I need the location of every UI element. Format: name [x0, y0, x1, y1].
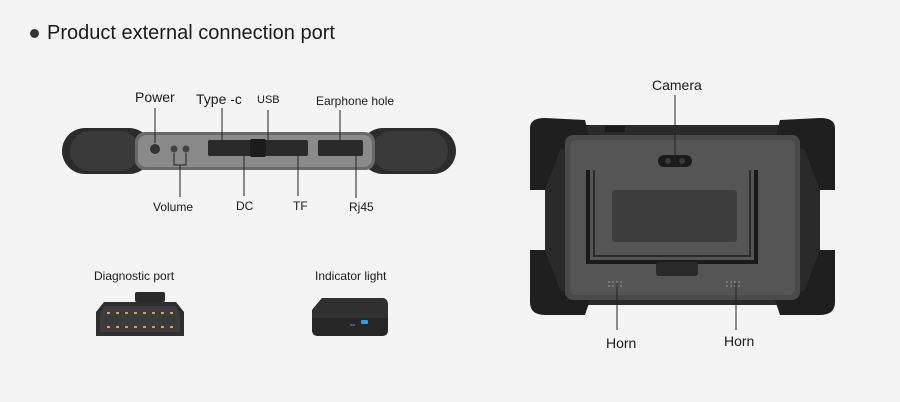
horn-left-label: Horn	[606, 335, 637, 351]
section-title-text: Product external connection port	[47, 22, 335, 44]
diagnostic-port-icon	[96, 292, 184, 336]
diagnostic-port-label: Diagnostic port	[94, 269, 175, 283]
tf-label: TF	[293, 199, 308, 213]
leader-lines	[154, 108, 357, 198]
camera-icon	[658, 155, 692, 167]
bullet-icon	[30, 29, 39, 38]
power-button-icon	[150, 144, 160, 154]
speaker-grille-icon	[608, 281, 740, 287]
usb-label: USB	[257, 94, 280, 106]
horn-right-label: Horn	[724, 333, 755, 349]
rj45-label: Rj45	[349, 200, 374, 214]
rj45-cover-icon	[318, 140, 363, 156]
tablet-back-view	[530, 118, 835, 315]
indicator-light-label: Indicator light	[315, 269, 387, 283]
volume-label: Volume	[153, 200, 194, 214]
type-c-label: Type -c	[196, 91, 242, 107]
section-title: Product external connection port	[30, 22, 335, 45]
earphone-label: Earphone hole	[316, 94, 395, 108]
tablet-side-view	[62, 128, 456, 174]
power-label: Power	[135, 89, 175, 105]
volume-button-icon	[170, 145, 178, 153]
dc-label: DC	[236, 199, 254, 213]
back-leader-lines	[616, 95, 737, 330]
camera-label: Camera	[652, 77, 702, 93]
indicator-light-icon	[312, 298, 388, 336]
